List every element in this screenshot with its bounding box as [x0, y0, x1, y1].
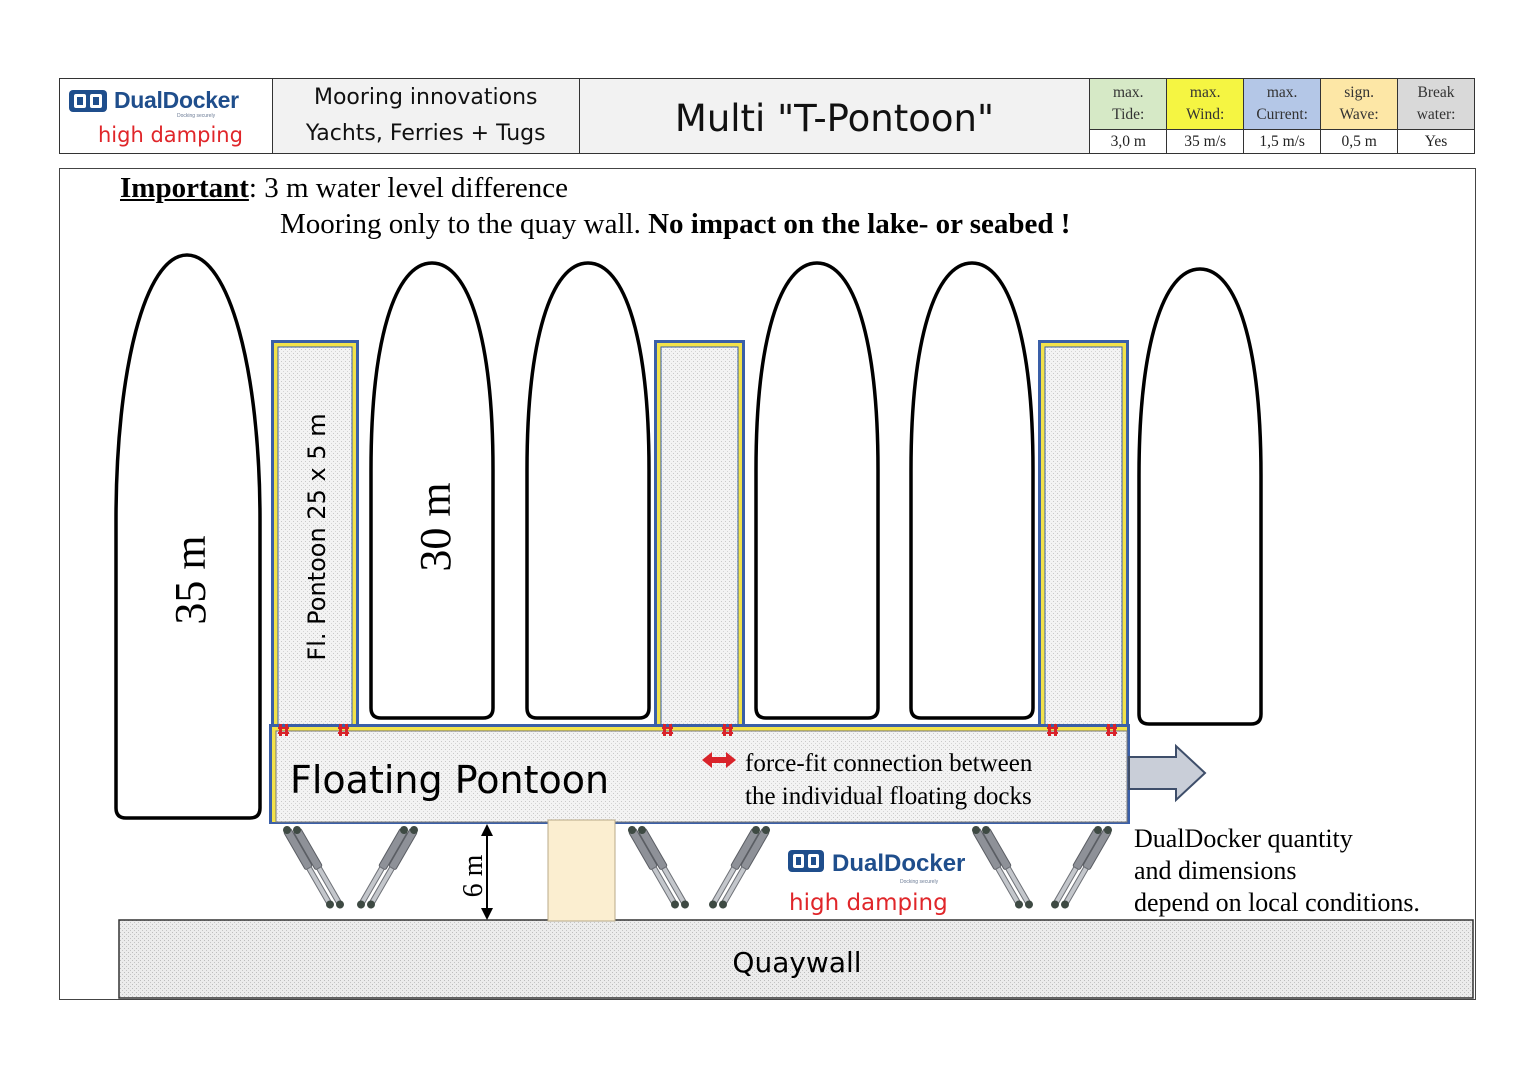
header-bar: DualDocker Docking securely high damping… [59, 78, 1475, 154]
finger-pontoon-1 [271, 340, 359, 735]
spec-wave-line1: sign. [1344, 84, 1374, 101]
spec-tide-value: 3,0 m [1090, 130, 1167, 153]
dualdocker-unit-1 [281, 824, 420, 911]
boat-6 [1137, 267, 1263, 726]
finger-pontoon-3 [1038, 340, 1129, 735]
extend-arrow-icon [1128, 743, 1207, 803]
logo-cell: DualDocker Docking securely high damping [60, 79, 273, 153]
spec-wave: sign. Wave: 0,5 m [1321, 79, 1399, 153]
spec-wave-line2: Wave: [1339, 106, 1379, 123]
logo: DualDocker [68, 87, 239, 114]
spec-current-line1: max. [1266, 84, 1298, 101]
spec-tide-line2: Tide: [1112, 106, 1145, 123]
force-fit-line-2: the individual floating docks [745, 783, 1032, 810]
dualdocker-unit-2 [626, 824, 772, 911]
finger-pontoon-2 [654, 340, 745, 735]
boat-35m [114, 253, 262, 820]
boat-35m-label: 35 m [166, 535, 215, 624]
floating-pontoon-label: Floating Pontoon [290, 758, 609, 802]
important-line-2-normal: Mooring only to the quay wall. [280, 208, 649, 240]
inner-logo-subtitle: high damping [789, 890, 948, 916]
spec-current: max. Current: 1,5 m/s [1244, 79, 1322, 153]
boats [114, 253, 1263, 820]
spec-tide-line1: max. [1112, 84, 1144, 101]
mooring-line-2: Yachts, Ferries + Tugs [305, 121, 546, 146]
logo-subtitle: high damping [98, 123, 243, 147]
side-note-line-2: and dimensions [1134, 856, 1297, 885]
side-note-line-1: DualDocker quantity [1134, 824, 1353, 853]
boat-30m-label: 30 m [411, 482, 460, 571]
spec-current-label: max. Current: [1244, 79, 1321, 130]
spec-breakwater-label: Break water: [1398, 79, 1475, 130]
important-note: Important: 3 m water level difference [120, 172, 568, 205]
spec-wave-value: 0,5 m [1321, 130, 1398, 153]
diagram-frame [59, 168, 1476, 1000]
spec-wind-line2: Wind: [1186, 106, 1225, 123]
finger-pontoon-label: Fl. Pontoon 25 x 5 m [303, 413, 331, 660]
boat-30m [369, 261, 495, 720]
dualdocker-logo-icon [788, 850, 824, 872]
fender-block [547, 819, 616, 922]
spec-wind: max. Wind: 35 m/s [1167, 79, 1245, 153]
title-cell: Multi "T-Pontoon" [579, 79, 1091, 153]
height-label: 6 m [458, 854, 489, 897]
spec-wind-value: 35 m/s [1167, 130, 1244, 153]
spec-breakwater-line1: Break [1417, 84, 1455, 101]
side-note-line-3: depend on local conditions. [1134, 888, 1420, 917]
spec-wind-label: max. Wind: [1167, 79, 1244, 130]
important-line-2: Mooring only to the quay wall. No impact… [280, 208, 1070, 241]
floating-pontoon [269, 724, 1130, 824]
page-title: Multi "T-Pontoon" [674, 96, 994, 140]
inner-logo [788, 850, 824, 872]
logo-wordmark: DualDocker [114, 87, 239, 113]
boat-5 [909, 261, 1035, 720]
important-line-1: : 3 m water level difference [248, 172, 569, 204]
force-fit-line-1: force-fit connection between [745, 750, 1033, 777]
spec-breakwater-line2: water: [1416, 106, 1456, 123]
inner-logo-tagline: Docking securely [900, 879, 939, 885]
double-arrow-icon [702, 752, 736, 768]
spec-current-value: 1,5 m/s [1244, 130, 1321, 153]
dualdocker-unit-3 [970, 824, 1114, 911]
spec-breakwater: Break water: Yes [1398, 79, 1475, 153]
inner-logo-wordmark: DualDocker [832, 850, 965, 877]
spec-wind-line1: max. [1189, 84, 1221, 101]
mooring-line-1: Mooring innovations [313, 85, 538, 110]
spec-wave-label: sign. Wave: [1321, 79, 1398, 130]
spec-tide: max. Tide: 3,0 m [1090, 79, 1168, 153]
mooring-cell: Mooring innovations Yachts, Ferries + Tu… [272, 79, 580, 153]
important-label: Important [120, 172, 249, 204]
quaywall [118, 919, 1474, 999]
logo-tagline: Docking securely [177, 113, 216, 119]
boat-4 [754, 261, 880, 720]
dualdocker-units [281, 824, 1114, 911]
height-dimension [481, 824, 493, 920]
quaywall-label: Quaywall [732, 946, 861, 979]
spec-tide-label: max. Tide: [1090, 79, 1167, 130]
important-line-2-bold: No impact on the lake- or seabed ! [648, 208, 1071, 240]
dualdocker-logo-icon [69, 89, 107, 112]
spec-current-line2: Current: [1256, 106, 1308, 123]
spec-breakwater-value: Yes [1398, 130, 1475, 153]
boat-3 [525, 261, 651, 720]
